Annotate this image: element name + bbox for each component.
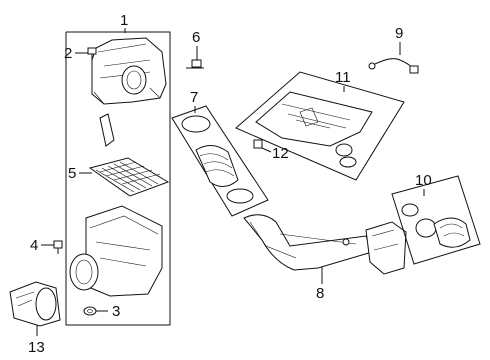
callout-2: 2	[64, 45, 72, 62]
bolt-6	[186, 59, 204, 69]
group-frame-7	[171, 105, 269, 217]
clip-12	[253, 139, 263, 149]
callout-5: 5	[68, 165, 76, 182]
group-frame-10	[391, 175, 481, 265]
callout-6: 6	[192, 29, 200, 46]
air-filter-element	[88, 157, 170, 197]
callout-1: 1	[120, 12, 128, 29]
seal	[99, 113, 115, 147]
bolt-2	[87, 47, 97, 60]
mass-airflow-housing	[9, 281, 61, 327]
grommet-3	[83, 306, 97, 316]
air-cleaner-lower-housing	[69, 205, 163, 297]
callout-11: 11	[335, 69, 351, 86]
group-frame-11	[235, 71, 405, 181]
callout-8: 8	[316, 285, 324, 302]
callout-7: 7	[190, 89, 198, 106]
intake-duct	[243, 214, 407, 275]
callout-10: 10	[415, 172, 432, 189]
group-frame-1	[65, 31, 171, 326]
air-cleaner-cover	[91, 37, 167, 105]
callout-13: 13	[28, 339, 45, 356]
sensor-harness-9	[368, 58, 419, 74]
bolt-4	[53, 240, 63, 254]
callout-9: 9	[395, 25, 403, 42]
callout-4: 4	[30, 237, 38, 254]
callout-3: 3	[112, 303, 120, 320]
